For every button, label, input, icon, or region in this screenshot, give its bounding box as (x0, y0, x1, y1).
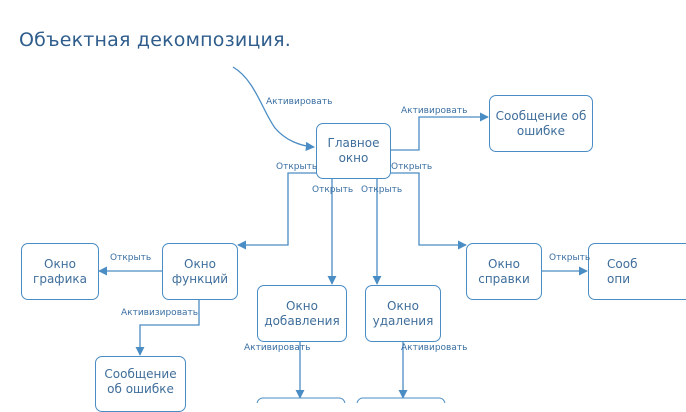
help-window-label: Окно справки (478, 256, 530, 286)
error-message-top-node: Сообщение об ошибке (489, 95, 593, 152)
incoming-activate-arrow (232, 66, 315, 151)
label-activate-incoming: Активировать (266, 97, 333, 107)
error-message-bottom-node: Сообщение об ошибке (95, 356, 186, 412)
label-activate-functions: Активизировать (121, 308, 199, 318)
message-right-node: Сооб опи (588, 243, 686, 300)
label-open-graph: Открыть (110, 253, 152, 263)
add-next-box (256, 397, 346, 403)
functions-window-node: Окно функций (162, 243, 238, 300)
functions-to-error-arrow (135, 299, 200, 356)
label-activate-add: Активировать (244, 343, 311, 353)
label-open-delete: Открыть (361, 185, 403, 195)
add-window-node: Окно добавления (257, 285, 347, 342)
graph-window-node: Окно графика (21, 243, 99, 300)
label-open-right: Открыть (391, 162, 433, 172)
add-window-label: Окно добавления (264, 298, 340, 328)
delete-window-label: Окно удаления (372, 298, 434, 328)
main-window-label: Главное окно (327, 136, 380, 165)
functions-window-label: Окно функций (171, 256, 229, 286)
label-open-left: Открыть (276, 162, 318, 172)
error-message-top-label: Сообщение об ошибке (495, 108, 587, 138)
label-activate-delete: Активировать (401, 343, 468, 353)
label-open-help-message: Открыть (549, 253, 591, 263)
connector-layer (98, 66, 588, 403)
delete-next-box (356, 397, 446, 403)
label-activate-error: Активировать (401, 106, 468, 116)
main-to-help-arrow (391, 172, 467, 250)
graph-window-label: Окно графика (33, 256, 87, 286)
diagram-title: Объектная декомпозиция. (19, 29, 291, 51)
delete-window-node: Окно удаления (365, 285, 441, 342)
main-to-functions-arrow (237, 172, 320, 250)
help-window-node: Окно справки (466, 243, 542, 300)
message-right-label: Сооб опи (607, 256, 638, 286)
main-window-node: Главное окно (316, 123, 391, 179)
error-message-bottom-label: Сообщение об ошибке (104, 367, 177, 396)
label-open-add: Открыть (312, 185, 354, 195)
main-to-error-arrow (391, 112, 489, 151)
